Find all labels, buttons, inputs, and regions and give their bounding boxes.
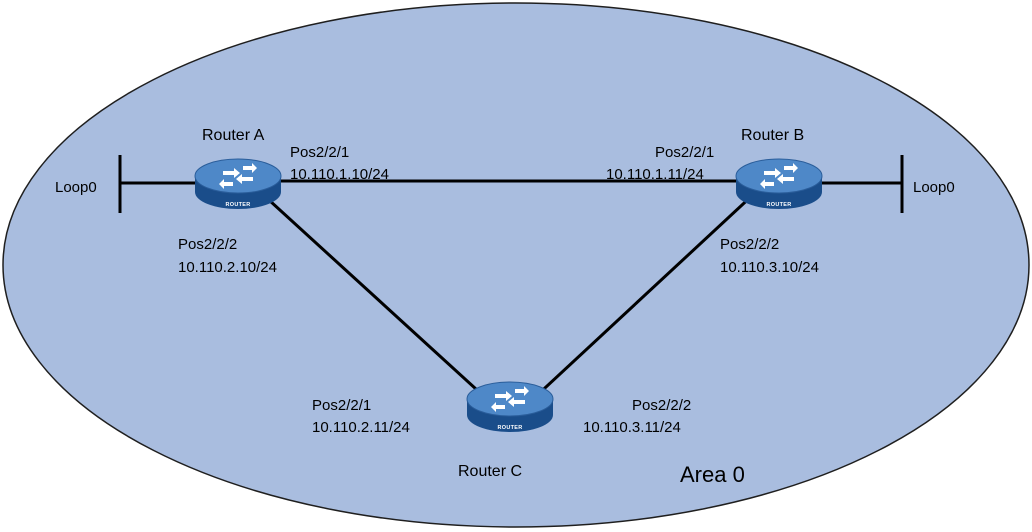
ip-label: 10.110.1.11/24 xyxy=(606,166,704,183)
link-b-c[interactable] xyxy=(530,190,758,402)
router-a-name: Router A xyxy=(202,127,265,144)
link-a-c[interactable] xyxy=(256,188,490,402)
interface-label: Pos2/2/1 xyxy=(290,144,349,161)
router-b[interactable]: ROUTER xyxy=(735,158,823,209)
ip-label: 10.110.2.10/24 xyxy=(178,259,277,276)
router-b-tag: ROUTER xyxy=(766,202,791,208)
ip-label: 10.110.3.10/24 xyxy=(720,259,819,276)
router-a-tag: ROUTER xyxy=(225,202,250,208)
router-c-tag: ROUTER xyxy=(497,425,522,431)
loopback-b-label: Loop0 xyxy=(913,179,955,196)
loopback-b xyxy=(820,155,904,213)
interface-label: Pos2/2/1 xyxy=(312,397,371,414)
ip-label: 10.110.3.11/24 xyxy=(583,419,681,436)
ip-label: 10.110.2.11/24 xyxy=(312,419,410,436)
router-b-name: Router B xyxy=(741,127,804,144)
loopback-a-label: Loop0 xyxy=(55,179,97,196)
loopback-a xyxy=(118,155,200,213)
router-a[interactable]: ROUTER xyxy=(194,158,282,209)
router-c-name: Router C xyxy=(458,463,522,480)
links xyxy=(256,179,758,402)
interface-label: Pos2/2/2 xyxy=(178,236,237,253)
area-label: Area 0 xyxy=(680,462,745,487)
interface-label: Pos2/2/2 xyxy=(720,236,779,253)
interface-label: Pos2/2/1 xyxy=(655,144,714,161)
interface-label: Pos2/2/2 xyxy=(632,397,691,414)
router-c[interactable]: ROUTER xyxy=(466,381,554,432)
ip-label: 10.110.1.10/24 xyxy=(290,166,389,183)
